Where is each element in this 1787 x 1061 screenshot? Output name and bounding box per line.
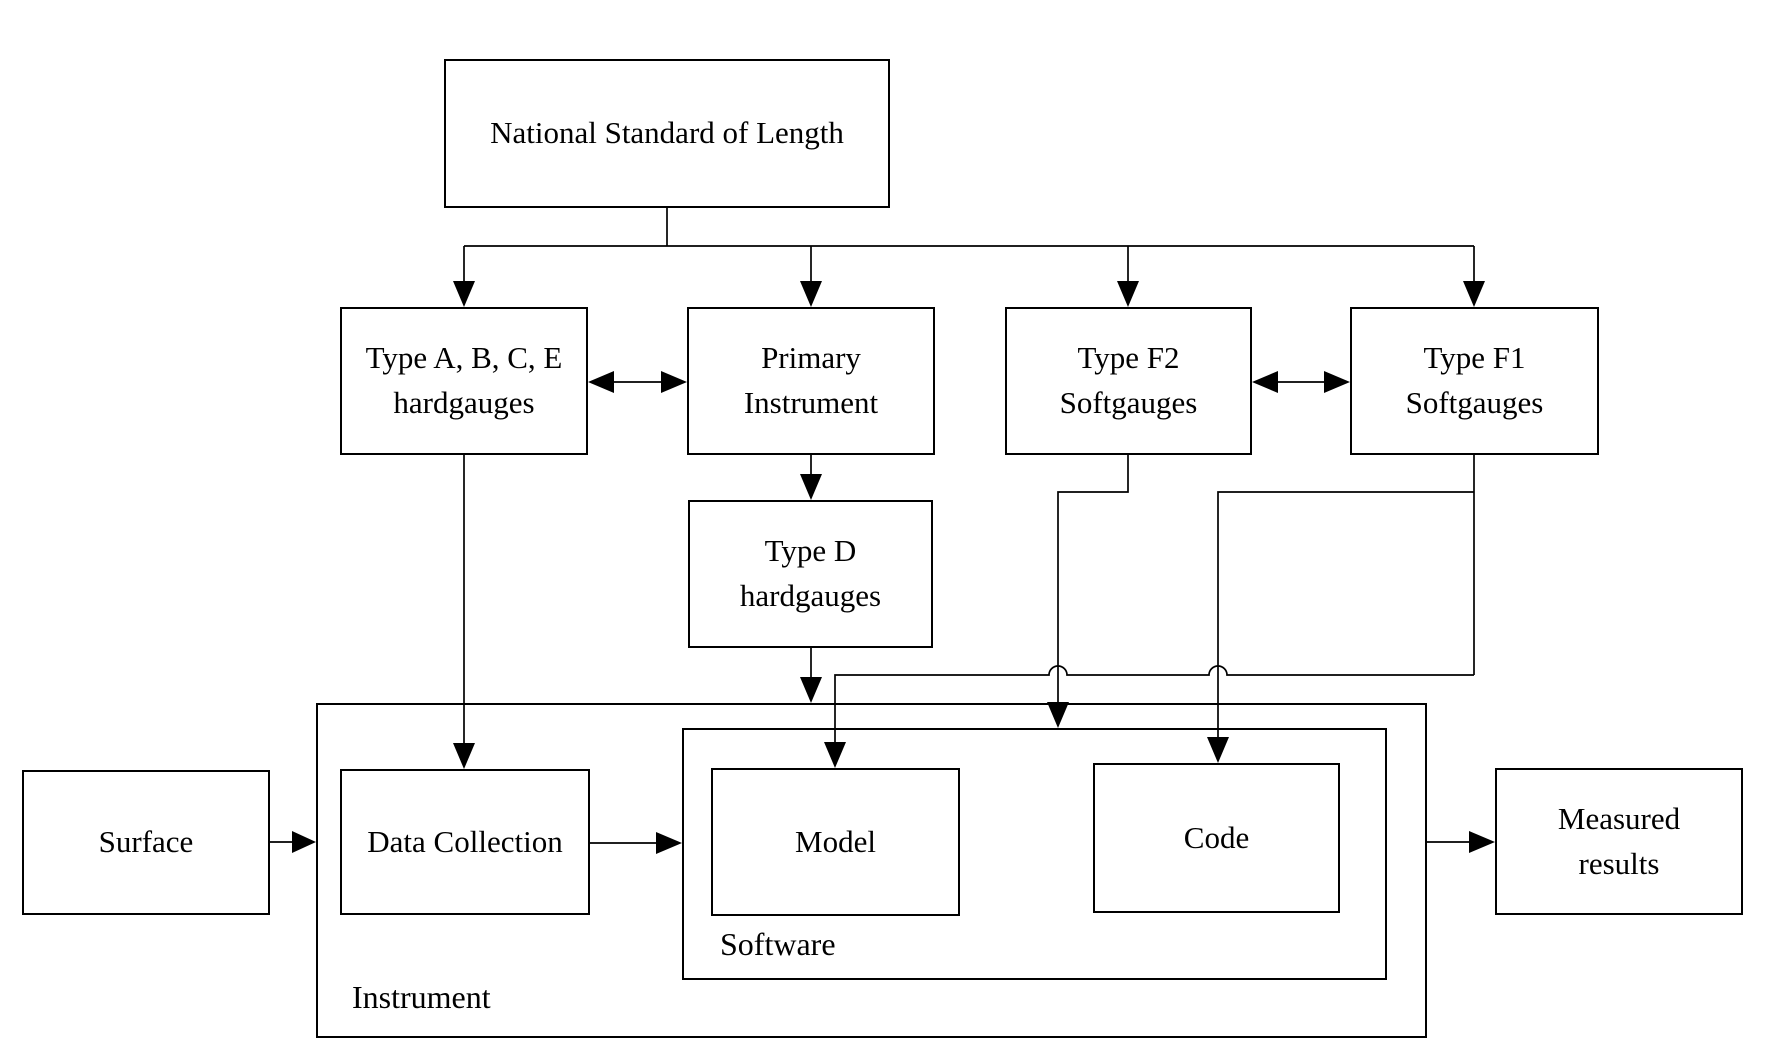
edge-surface-to-instrument xyxy=(270,831,316,853)
node-data-collection: Data Collection xyxy=(340,769,590,915)
node-primary-instrument-label: Primary Instrument xyxy=(743,340,879,420)
node-measured-results-label: Measured results xyxy=(1557,800,1681,881)
instrument-container-label: Instrument xyxy=(352,979,491,1015)
edge-type-abce-primary-double-arrow xyxy=(588,371,687,393)
edge-type-f1-to-code xyxy=(1207,491,1474,763)
node-type-d-hardgauges: Type D hardgauges xyxy=(688,500,933,648)
edge-type-f1-to-model xyxy=(824,665,1474,768)
node-type-f1-softgauges: Type F1 Softgauges xyxy=(1350,307,1599,455)
edge-national-to-type-f2 xyxy=(1117,246,1139,307)
node-type-abce-hardgauges: Type A, B, C, E hardgauges xyxy=(340,307,588,455)
node-surface: Surface xyxy=(22,770,270,915)
edge-national-to-type-abce xyxy=(453,246,475,307)
node-national-standard: National Standard of Length xyxy=(444,59,890,208)
node-code: Code xyxy=(1093,763,1340,913)
node-primary-instrument: Primary Instrument xyxy=(687,307,935,455)
edge-type-f2-to-software xyxy=(1047,455,1129,728)
edge-type-d-to-instrument xyxy=(800,648,822,703)
edge-instrument-to-measured xyxy=(1427,831,1495,853)
node-national-standard-label: National Standard of Length xyxy=(490,115,844,151)
edge-national-to-primary xyxy=(800,246,822,307)
software-container-label: Software xyxy=(720,926,836,962)
node-type-abce-hardgauges-label: Type A, B, C, E hardgauges xyxy=(365,340,563,420)
node-model: Model xyxy=(711,768,960,916)
node-measured-results: Measured results xyxy=(1495,768,1743,915)
node-code-label: Code xyxy=(1183,819,1250,855)
node-type-f1-softgauges-label: Type F1 Softgauges xyxy=(1405,340,1544,420)
node-type-f2-softgauges-label: Type F2 Softgauges xyxy=(1059,340,1198,420)
edge-national-to-type-f1 xyxy=(1463,246,1485,307)
edge-type-abce-to-data-collection xyxy=(453,455,475,769)
node-surface-label: Surface xyxy=(98,824,194,860)
software-container: Software xyxy=(682,728,1387,980)
node-model-label: Model xyxy=(795,823,876,859)
instrument-container: Instrument xyxy=(316,703,1427,1038)
edge-data-collection-to-software xyxy=(590,832,682,854)
node-data-collection-label: Data Collection xyxy=(367,823,563,859)
edge-national-trunk xyxy=(464,208,1474,247)
node-type-f2-softgauges: Type F2 Softgauges xyxy=(1005,307,1252,455)
edge-primary-to-type-d xyxy=(800,455,822,500)
node-type-d-hardgauges-label: Type D hardgauges xyxy=(739,533,882,613)
edge-type-f2-f1-double-arrow xyxy=(1252,371,1350,393)
